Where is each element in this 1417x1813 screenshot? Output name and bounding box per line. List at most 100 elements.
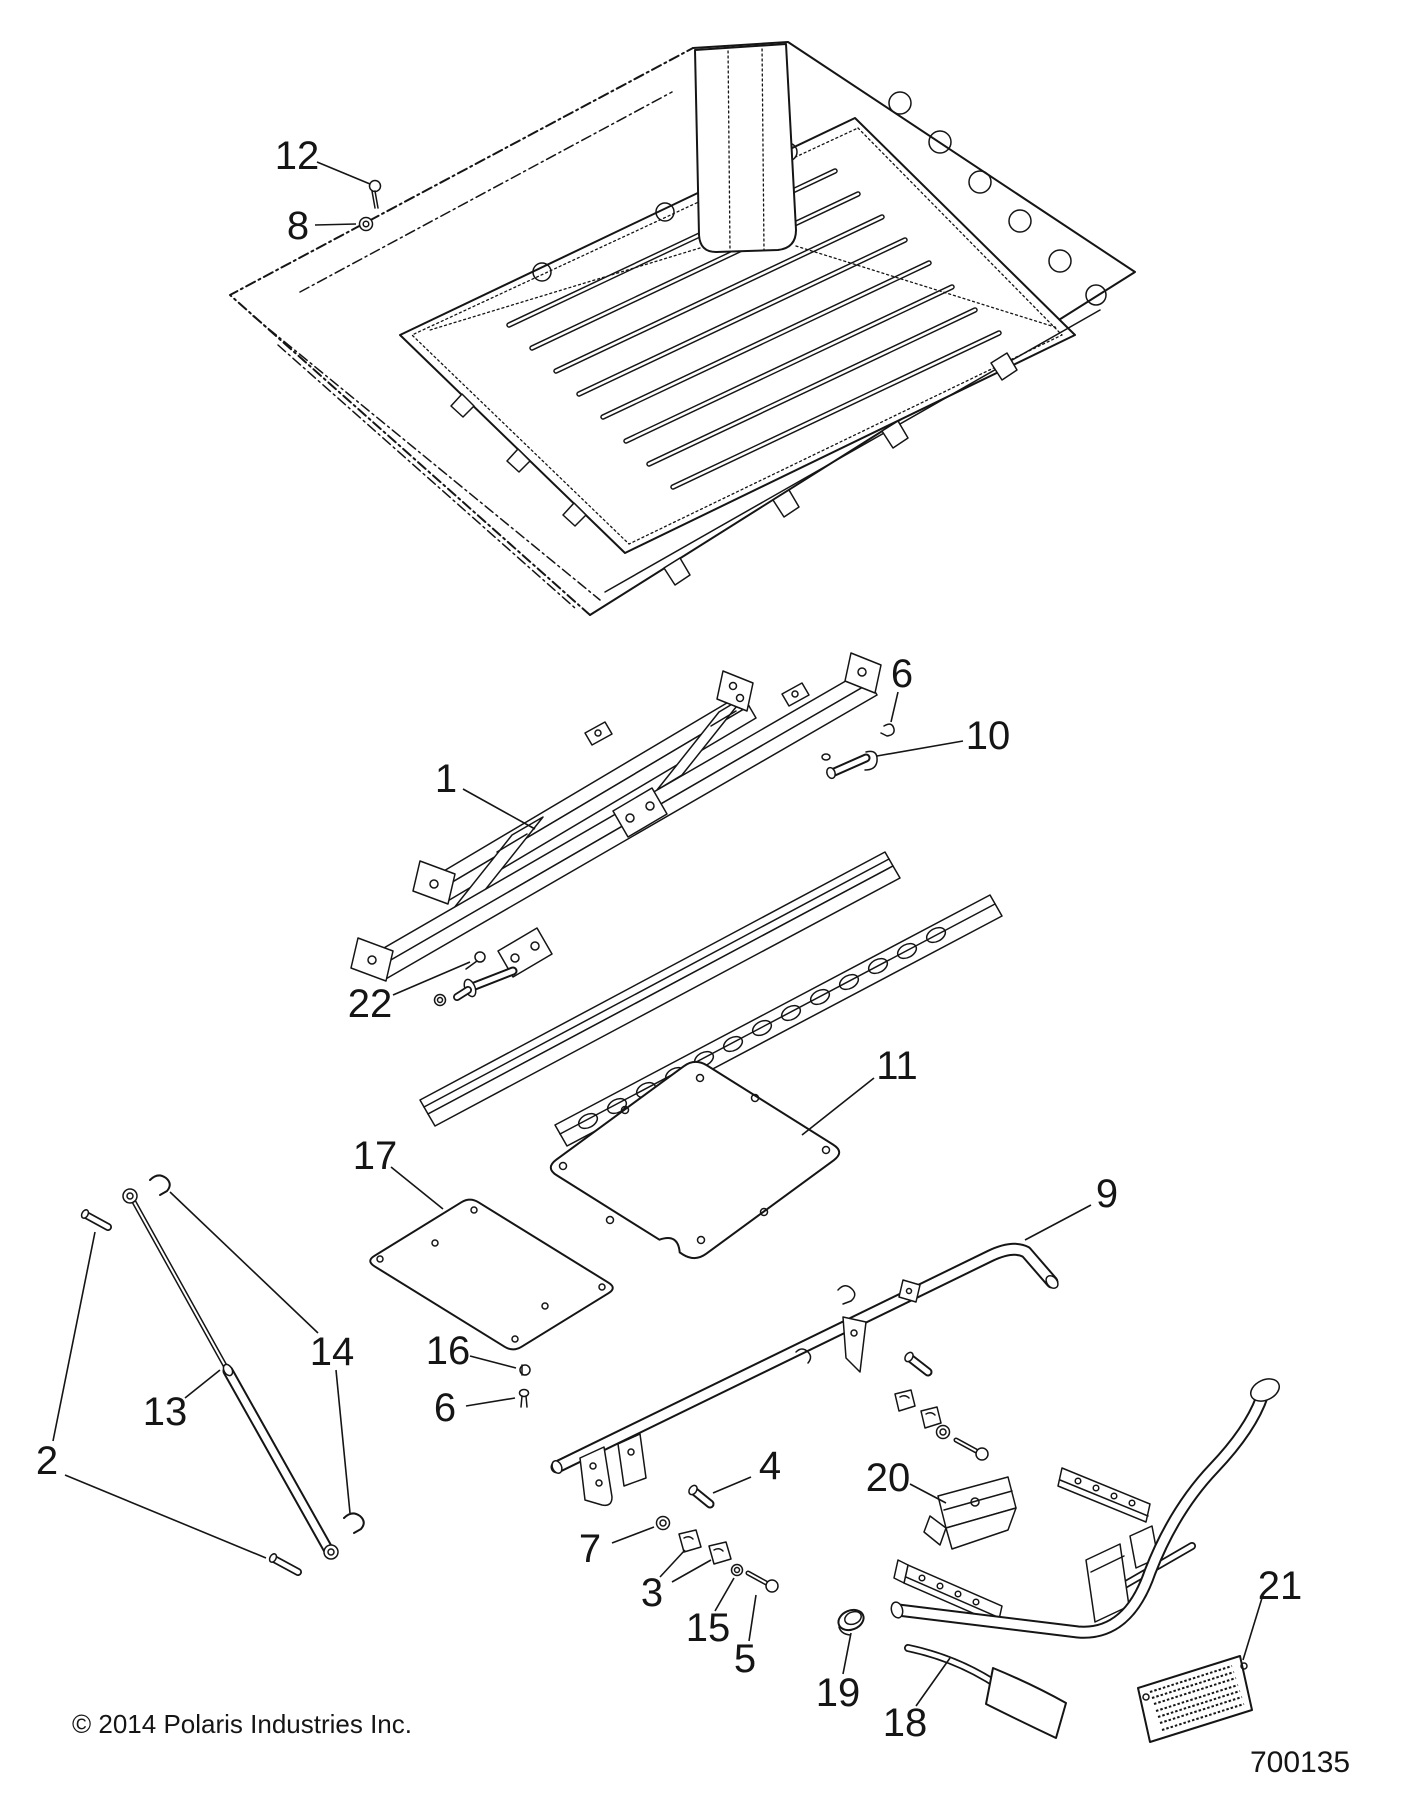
washer-part-8 <box>358 216 374 232</box>
callout-5: 5 <box>734 1594 757 1681</box>
copyright-text: © 2014 Polaris Industries Inc. <box>72 1709 412 1739</box>
callout-number: 1 <box>435 757 457 801</box>
callout-16: 16 <box>426 1329 517 1373</box>
callout-leader-line <box>462 788 536 830</box>
cargo-box-drawing <box>229 41 1136 616</box>
callout-2: 2 <box>36 1231 267 1559</box>
callout-15: 15 <box>686 1577 735 1650</box>
pin-part-4 <box>688 1484 715 1509</box>
callout-leader-line <box>659 1549 686 1578</box>
support-bar-part-9 <box>550 1242 1059 1507</box>
mounting-frame-drawing <box>350 652 1003 1147</box>
fastener-part-16 <box>519 1364 531 1376</box>
screw-part-12 <box>368 179 382 209</box>
callout-number: 21 <box>1258 1564 1303 1608</box>
callout-number: 12 <box>275 134 320 178</box>
callout-4: 4 <box>712 1444 781 1494</box>
callout-leader-line <box>1242 1597 1263 1661</box>
cap-part-19 <box>837 1608 865 1636</box>
callout-19: 19 <box>816 1632 860 1715</box>
callout-number: 22 <box>348 982 393 1026</box>
grille-part-21 <box>1137 1655 1253 1743</box>
callout-number: 3 <box>641 1571 663 1615</box>
callout-leader-line <box>465 1397 516 1407</box>
callout-number: 6 <box>434 1386 456 1430</box>
callout-number: 8 <box>287 204 309 248</box>
bolt-part-6-bottom <box>518 1388 530 1408</box>
callout-leader-line <box>469 1355 517 1369</box>
callout-18: 18 <box>883 1657 951 1745</box>
callout-number: 17 <box>353 1134 398 1178</box>
nut-part-7 <box>655 1515 671 1531</box>
callout-3: 3 <box>641 1549 712 1615</box>
callout-6: 6 <box>890 652 913 723</box>
box-tabs <box>450 352 1018 586</box>
callout-number: 20 <box>866 1456 911 1500</box>
callout-8: 8 <box>287 204 357 248</box>
bracket-part-20 <box>923 1476 1017 1550</box>
callout-leader-line <box>52 1231 96 1442</box>
floor-ribs <box>506 168 1002 490</box>
floor-mat-small-part-17 <box>369 1198 614 1351</box>
callout-14: 14 <box>169 1191 354 1514</box>
clamp-parts-3 <box>678 1529 732 1565</box>
perforated-rail-slots <box>577 926 947 1130</box>
callout-leader-line <box>671 1559 712 1583</box>
callout-21: 21 <box>1242 1564 1303 1661</box>
figure-number: 700135 <box>1250 1746 1350 1779</box>
rim-holes <box>532 91 1107 306</box>
callout-leader-line <box>390 1166 444 1210</box>
pin-part-2-top <box>80 1209 112 1231</box>
callout-number: 10 <box>966 714 1011 758</box>
bolt-part-5 <box>745 1570 779 1593</box>
callout-leader-line <box>712 1476 752 1494</box>
callout-number: 9 <box>1096 1172 1118 1216</box>
callout-leader-line <box>801 1077 875 1136</box>
callout-number: 13 <box>143 1390 188 1434</box>
callout-number: 16 <box>426 1329 471 1373</box>
callout-number: 2 <box>36 1439 58 1483</box>
callout-leader-line <box>1024 1204 1092 1241</box>
callout-leader-line <box>316 161 371 185</box>
callout-11: 11 <box>801 1044 918 1136</box>
callout-22: 22 <box>348 961 471 1026</box>
clip-part-14-bottom <box>343 1512 365 1534</box>
callout-leader-line <box>314 223 357 226</box>
callout-leader-line <box>890 691 899 723</box>
callout-number: 4 <box>759 1444 781 1488</box>
callout-leader-line <box>714 1577 735 1612</box>
gas-strut-part-13 <box>122 1188 339 1560</box>
callout-6: 6 <box>434 1386 516 1430</box>
floor-mat-large-part-11 <box>549 1060 841 1260</box>
nut-part-15 <box>730 1563 744 1577</box>
callout-9: 9 <box>1024 1172 1118 1241</box>
callout-leader-line <box>169 1191 319 1334</box>
callout-number: 15 <box>686 1606 731 1650</box>
clip-part-6-top <box>880 723 895 737</box>
callout-leader-line <box>64 1474 267 1559</box>
callout-leader-line <box>184 1369 221 1399</box>
callout-number: 18 <box>883 1701 928 1745</box>
latch-pin-part-10 <box>821 750 878 780</box>
callout-leader-line <box>909 1483 947 1504</box>
pin-part-2-bottom <box>268 1553 302 1576</box>
bumper-part-18 <box>890 1378 1280 1739</box>
callout-leader-line <box>335 1369 351 1514</box>
callout-12: 12 <box>275 134 371 185</box>
callout-leader-line <box>748 1594 757 1642</box>
callout-leader-line <box>611 1526 655 1544</box>
callout-number: 11 <box>876 1044 918 1088</box>
callout-leader-line <box>915 1657 951 1707</box>
hardware-cluster-right <box>894 1351 989 1461</box>
callout-number: 5 <box>734 1637 756 1681</box>
callout-7: 7 <box>579 1526 655 1571</box>
callout-leader-line <box>392 961 471 996</box>
callout-number: 6 <box>891 652 913 696</box>
callout-13: 13 <box>143 1369 221 1434</box>
callout-10: 10 <box>876 714 1011 758</box>
clip-part-14-top <box>149 1174 171 1196</box>
callout-leader-line <box>876 740 964 757</box>
callout-1: 1 <box>435 757 536 830</box>
